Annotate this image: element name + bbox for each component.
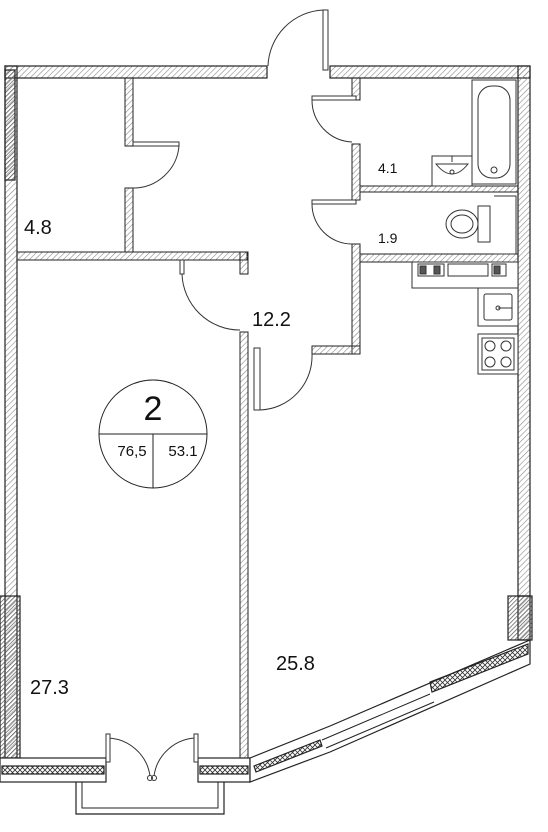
toilet-icon xyxy=(445,195,517,255)
entrance-door-swing-icon xyxy=(267,9,329,71)
bathtub-icon xyxy=(471,79,517,185)
stove-icon xyxy=(477,333,519,375)
bathroom-door-swing-icon xyxy=(311,95,357,143)
living-door-swing-icon xyxy=(253,347,313,411)
structural-columns xyxy=(0,69,533,759)
room-area-corridor: 12.2 xyxy=(252,309,291,331)
bottom-facade xyxy=(0,757,251,815)
diagonal-facade xyxy=(249,639,531,783)
sink-icon xyxy=(431,155,473,187)
balcony-door-swing-icon xyxy=(105,733,199,781)
room-area-living-kitchen: 25.8 xyxy=(276,653,315,675)
rooms-count: 2 xyxy=(144,390,163,428)
wardrobe-door-swing-icon xyxy=(132,141,180,189)
kitchen-sink-icon xyxy=(477,287,519,327)
living-area: 53.1 xyxy=(168,443,197,460)
hall-door-swing-icon xyxy=(179,259,241,331)
interior-walls xyxy=(16,77,519,759)
kitchen-counter xyxy=(411,261,519,289)
total-area: 76,5 xyxy=(117,443,146,460)
room-area-bedroom: 27.3 xyxy=(30,677,69,699)
toilet-door-swing-icon xyxy=(311,199,357,245)
apartment-badge: 2 76,5 53.1 xyxy=(98,379,208,489)
door-swings xyxy=(105,9,357,781)
room-area-bathroom: 4.1 xyxy=(378,160,398,176)
room-area-toilet: 1.9 xyxy=(378,230,398,246)
room-area-hall: 4.8 xyxy=(24,217,52,239)
